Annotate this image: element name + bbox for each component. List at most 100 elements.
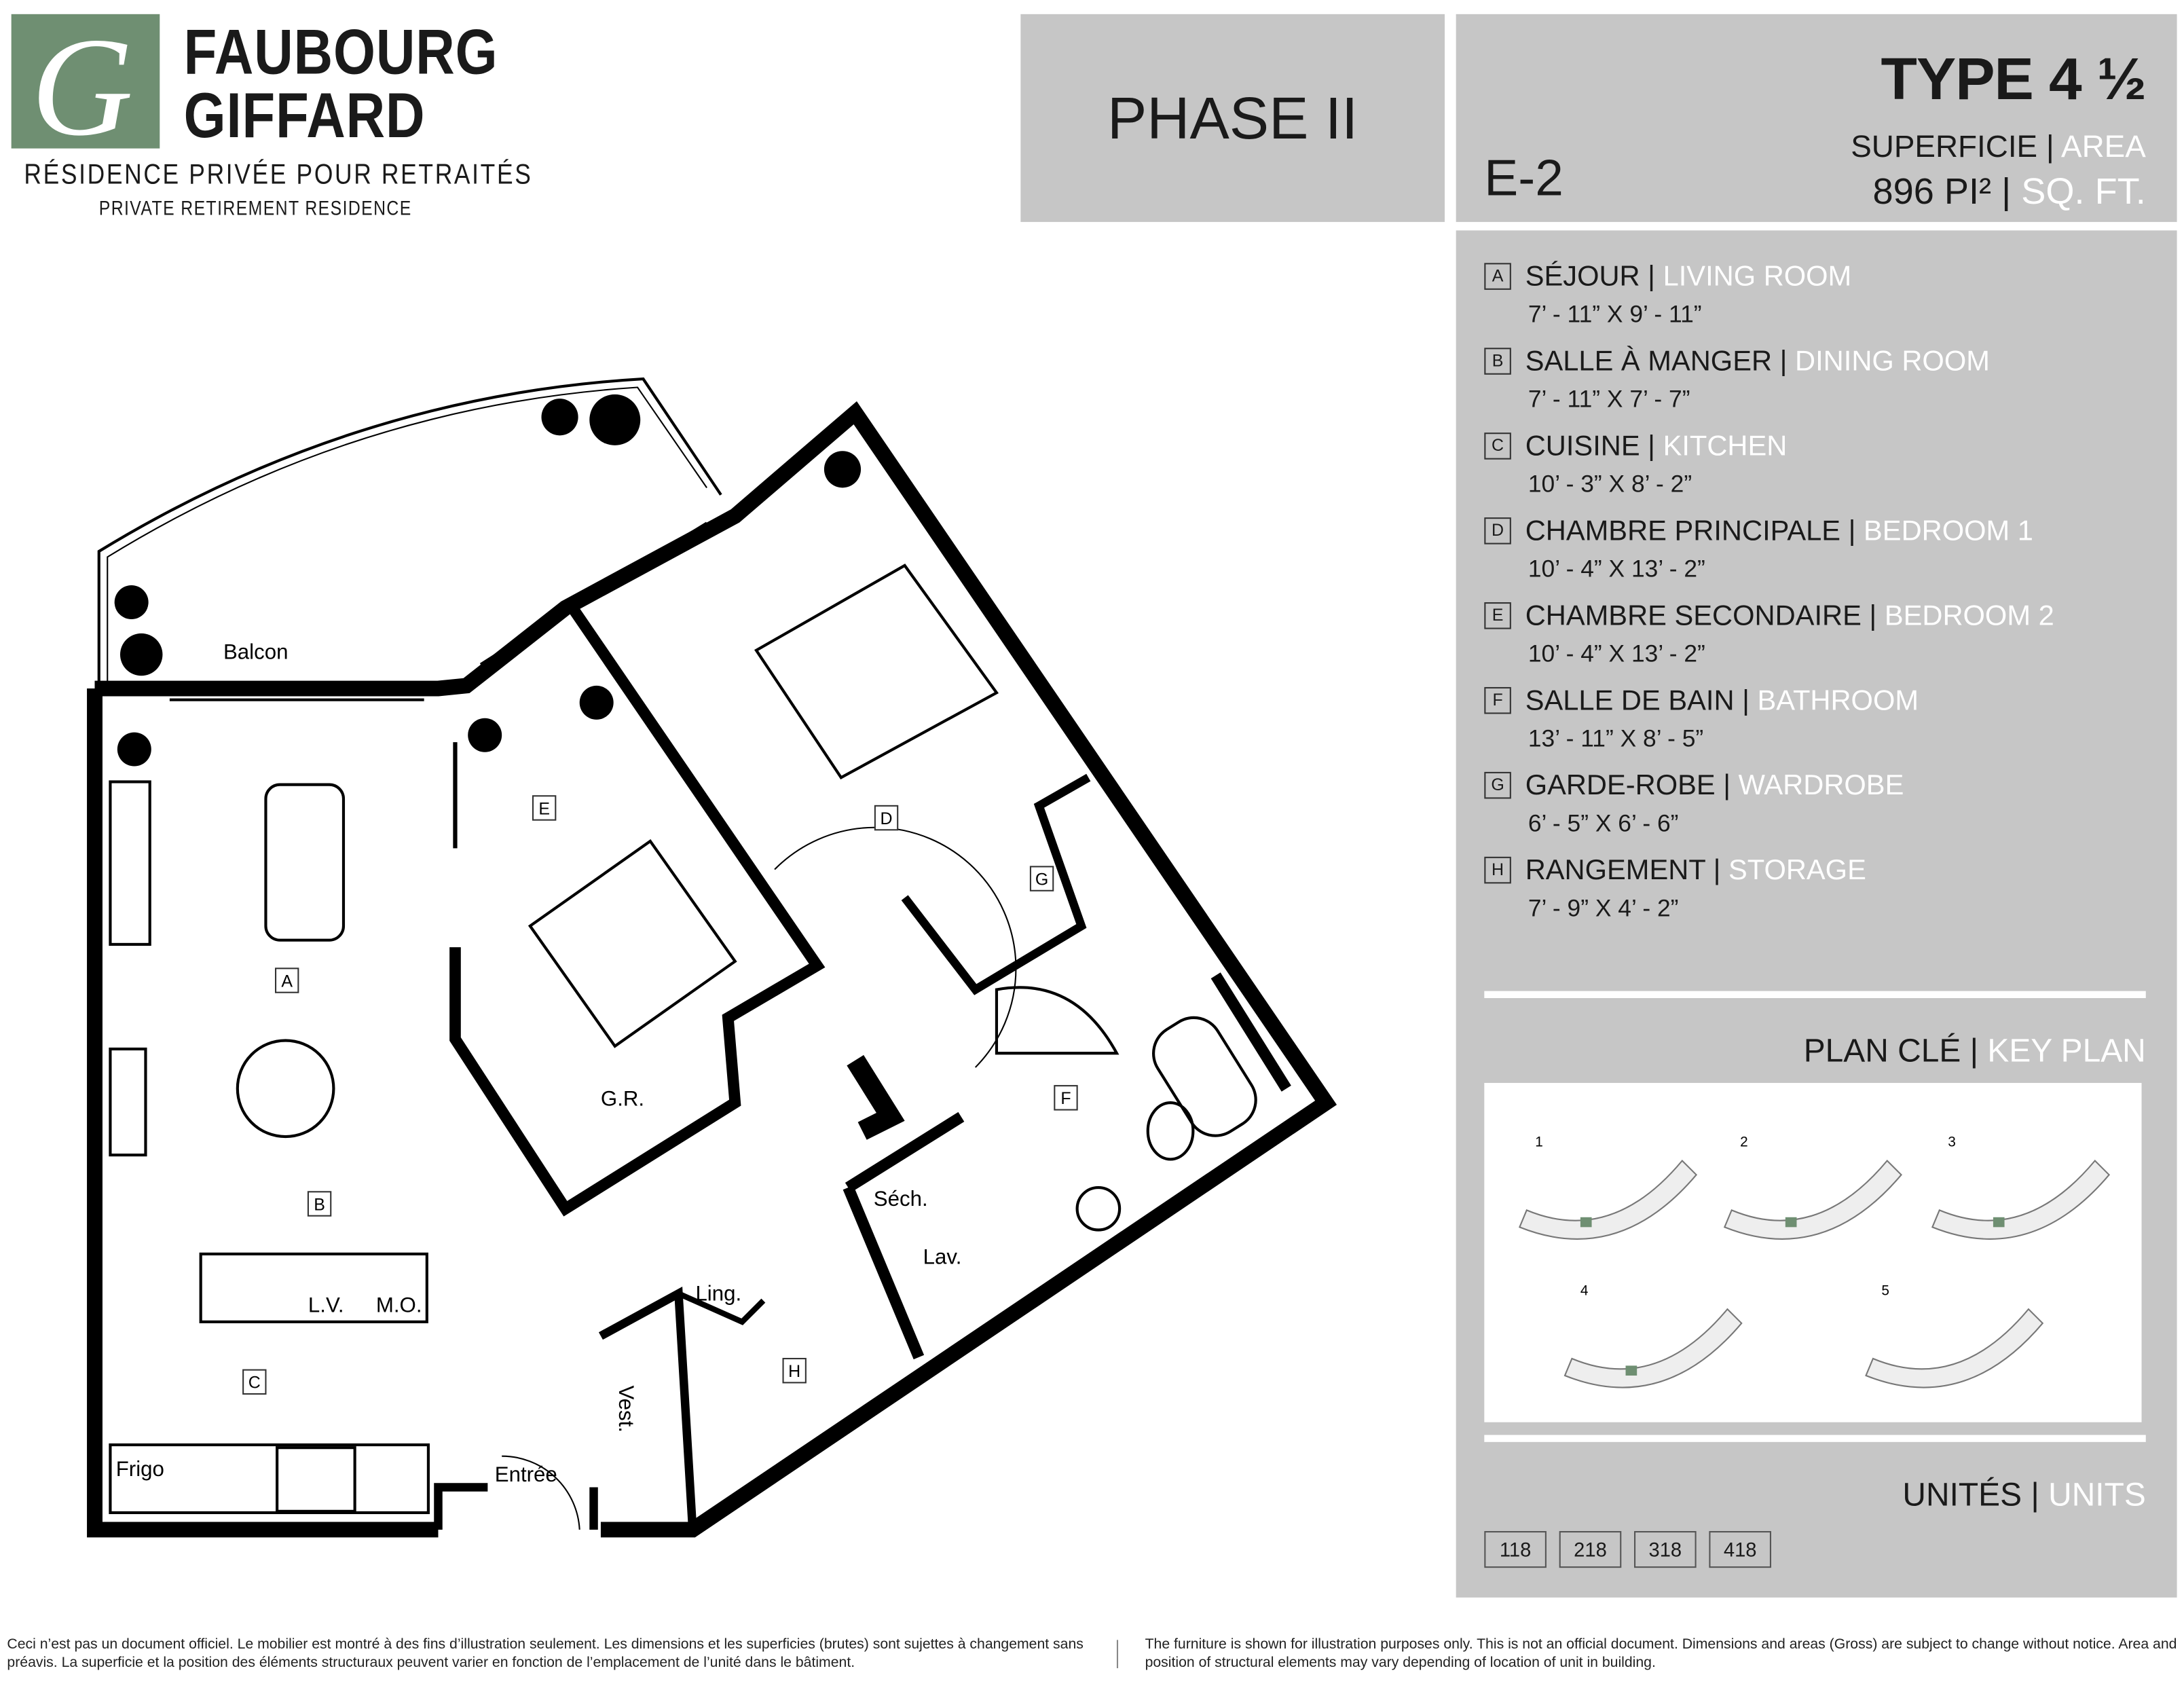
label-entree: Entrée xyxy=(495,1462,557,1486)
room-dimensions: 10’ - 4” X 13’ - 2” xyxy=(1528,555,1705,583)
sep: | xyxy=(2001,169,2012,213)
room-key-box xyxy=(782,1357,807,1384)
sep: | xyxy=(2046,128,2054,164)
room-name-fr: SALLE À MANGER xyxy=(1525,346,1773,378)
room-key: A xyxy=(1484,263,1511,290)
room-dimensions: 10’ - 3” X 8’ - 2” xyxy=(1528,471,1692,498)
units-title-en: UNITS xyxy=(2048,1475,2146,1513)
kitchen-counter xyxy=(199,1252,428,1323)
plant-icon xyxy=(823,451,862,488)
room-name: SALLE À MANGER | DINING ROOM xyxy=(1525,346,1990,378)
keyplan-title: PLAN CLÉ | KEY PLAN xyxy=(1803,1032,2146,1069)
keyplan-title-en: KEY PLAN xyxy=(1987,1032,2146,1069)
room-name: CHAMBRE SECONDAIRE | BEDROOM 2 xyxy=(1525,600,2054,632)
room-key: G xyxy=(1484,771,1511,799)
room-name-fr: CHAMBRE SECONDAIRE xyxy=(1525,600,1862,632)
room-key-d: D xyxy=(881,809,893,828)
keyplan-unit-highlight xyxy=(1993,1217,2005,1228)
bed-d xyxy=(754,564,999,779)
keyplan-building xyxy=(1723,1159,1902,1240)
room-name-en: STORAGE xyxy=(1728,855,1866,887)
bathtub xyxy=(1152,1016,1257,1137)
room-name-fr: CHAMBRE PRINCIPALE xyxy=(1525,516,1841,547)
area-value: 896 PI² | SQ. FT. xyxy=(1873,170,2146,214)
label-sech: Séch. xyxy=(874,1187,928,1211)
window xyxy=(169,521,708,701)
room-name-en: LIVING ROOM xyxy=(1663,261,1852,293)
bed-e xyxy=(528,839,737,1048)
label-balcon: Balcon xyxy=(223,640,288,663)
label-gr: G.R. xyxy=(601,1086,644,1110)
wardrobe-wall xyxy=(901,773,1091,995)
bathroom-wall xyxy=(843,972,1291,1360)
room-key: D xyxy=(1484,517,1511,545)
room-dimensions: 7’ - 9” X 4’ - 2” xyxy=(1528,895,1679,922)
room-name: GARDE-ROBE | WARDROBE xyxy=(1525,770,1904,802)
room-name-en: BEDROOM 1 xyxy=(1864,516,2033,547)
units-title-fr: UNITÉS xyxy=(1902,1475,2022,1513)
linen-wall xyxy=(677,1291,766,1325)
units-title: UNITÉS | UNITS xyxy=(1902,1475,2146,1513)
exterior-wall xyxy=(87,401,1337,1538)
room-key-a: A xyxy=(281,972,293,991)
keyplan-building xyxy=(1563,1308,1743,1388)
plant-icon xyxy=(468,718,502,752)
keyplan-unit-highlight xyxy=(1785,1217,1797,1228)
brand-subtitle-en: PRIVATE RETIREMENT RESIDENCE xyxy=(98,196,412,219)
room-name: SÉJOUR | LIVING ROOM xyxy=(1525,261,1852,293)
area-label-fr: SUPERFICIE xyxy=(1851,128,2038,164)
room-legend-panel: A SÉJOUR | LIVING ROOM 7’ - 11” X 9’ - 11”… xyxy=(1456,230,2177,1598)
unit-type: TYPE 4 ½ xyxy=(1881,45,2147,112)
area-label: SUPERFICIE | AREA xyxy=(1851,128,2146,165)
room-key-box xyxy=(874,805,899,831)
balcony-rail xyxy=(97,377,722,686)
divider xyxy=(1484,1435,2146,1442)
room-name: RANGEMENT | STORAGE xyxy=(1525,855,1866,887)
plant-icon xyxy=(579,685,614,720)
room-dimensions: 7’ - 11” X 9’ - 11” xyxy=(1528,301,1702,329)
keyplan-floor-number: 2 xyxy=(1740,1135,1748,1150)
room-key-box xyxy=(307,1191,332,1217)
room-name-fr: GARDE-ROBE xyxy=(1525,770,1716,802)
room-item-b: B SALLE À MANGER | DINING ROOM 7’ - 11” X … xyxy=(1484,346,1990,413)
room-key-c: C xyxy=(248,1374,261,1393)
room-key-box xyxy=(242,1369,267,1395)
toilet xyxy=(1146,1101,1195,1161)
room-name-en: KITCHEN xyxy=(1663,431,1788,462)
room-key: F xyxy=(1484,686,1511,714)
plant-icon xyxy=(589,394,641,445)
room-dimensions: 7’ - 11” X 7’ - 7” xyxy=(1528,386,1690,413)
balcony-rail-inner xyxy=(107,386,707,686)
unit-code: E-2 xyxy=(1484,148,1563,207)
room-name-fr: SALLE DE BAIN xyxy=(1525,685,1735,717)
unit-badge: 218 xyxy=(1559,1531,1622,1568)
room-item-e: E CHAMBRE SECONDAIRE | BEDROOM 2 10’ - 4” … xyxy=(1484,600,2054,667)
area-value-fr: 896 PI² xyxy=(1872,169,1992,213)
room-dimensions: 10’ - 4” X 13’ - 2” xyxy=(1528,640,1705,667)
disclaimer-en: The furniture is shown for illustration … xyxy=(1145,1637,2177,1672)
label-lav: Lav. xyxy=(923,1245,962,1268)
divider xyxy=(1484,991,2146,999)
room-key-b: B xyxy=(314,1195,325,1214)
bedroom-e-wall xyxy=(449,604,826,1217)
unit-badge: 118 xyxy=(1484,1531,1547,1568)
room-name-en: BATHROOM xyxy=(1757,685,1919,717)
room-key-e: E xyxy=(538,799,550,818)
plant-icon xyxy=(117,732,151,767)
room-key: E xyxy=(1484,602,1511,629)
logo-mark: G xyxy=(11,14,160,158)
disclaimer-fr: Ceci n’est pas un document officiel. Le … xyxy=(7,1637,1084,1672)
entry-wall xyxy=(434,1287,697,1530)
area-label-en: AREA xyxy=(2061,128,2146,164)
plant-icon xyxy=(119,633,163,676)
keyplan-floor-number: 3 xyxy=(1948,1135,1956,1150)
keyplan-floor-number: 5 xyxy=(1881,1283,1889,1298)
room-key: B xyxy=(1484,348,1511,375)
room-key-box xyxy=(532,795,557,821)
floor-plan: Balcon G.R. Séch. Lav. Ling. L.V. M.O. F… xyxy=(87,377,1337,1538)
